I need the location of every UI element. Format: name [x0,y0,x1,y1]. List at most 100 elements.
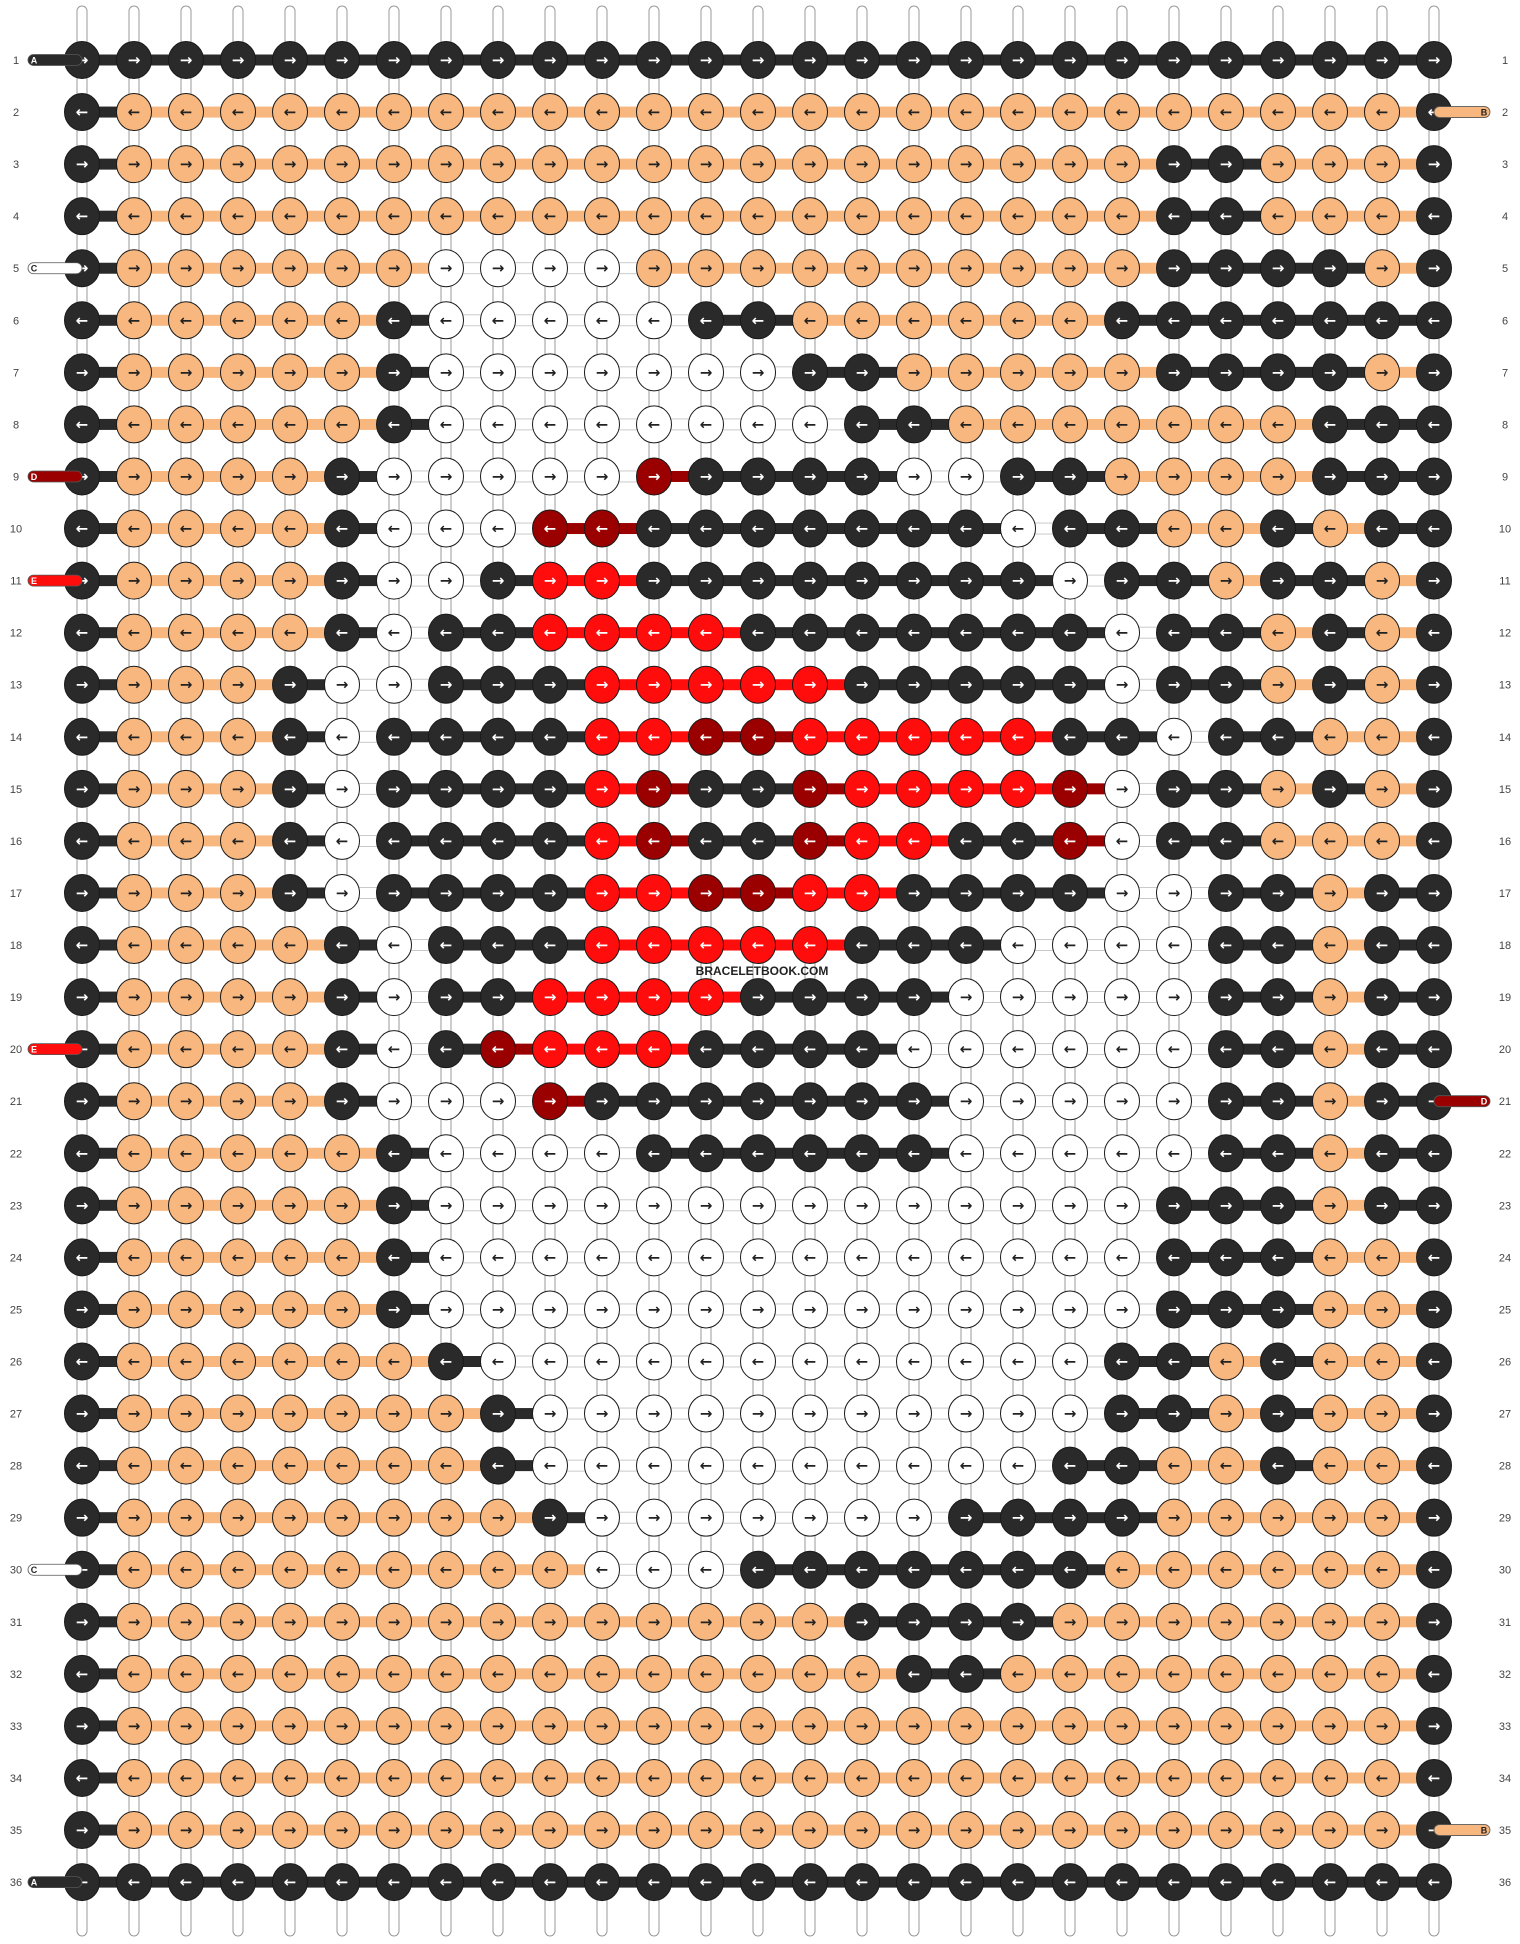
arrow-icon: ← [804,1457,817,1475]
arrow-icon: ← [1116,1248,1129,1266]
row-number-left: 19 [10,992,22,1004]
arrow-icon: → [856,363,869,381]
arrow-icon: → [284,1196,297,1214]
arrow-icon: → [544,780,557,798]
arrow-icon: → [284,988,297,1006]
knot-link [186,1616,238,1628]
arrow-icon: ← [960,1144,973,1162]
string-label: D [31,472,38,482]
knot [948,613,984,652]
arrow-icon: ← [1220,1040,1233,1058]
knot-link [1226,54,1278,66]
arrow-icon: → [1272,1613,1285,1631]
knot-link [1070,1668,1122,1680]
knot-link [914,1668,966,1680]
arrow-icon: ← [128,1248,141,1266]
knot-link [966,158,1018,170]
arrow-icon: → [128,676,141,694]
arrow-icon: ← [336,1769,349,1787]
knot-link [966,679,1018,691]
knot-link [810,1043,862,1055]
arrow-icon: → [232,780,245,798]
arrow-icon: → [804,51,817,69]
knot-link [1330,210,1382,222]
arrow-icon: ← [856,1873,869,1891]
knot-link [810,1668,862,1680]
knot-link [966,1512,1018,1524]
arrow-icon: → [804,988,817,1006]
arrow-icon: ← [1012,1040,1025,1058]
arrow-icon: → [1116,51,1129,69]
knot-link [1382,575,1434,587]
knot-link [186,262,238,274]
knot-link [394,1668,446,1680]
row-number-left: 4 [13,211,19,223]
arrow-icon: ← [128,1769,141,1787]
knot [116,1134,152,1173]
knot-link [1382,210,1434,222]
arrow-icon: ← [804,1873,817,1891]
arrow-icon: ← [1064,1144,1077,1162]
knot [948,93,984,132]
arrow-icon: ← [492,1144,505,1162]
knot [792,41,828,79]
knot-link [342,1512,394,1524]
knot-link [1330,314,1382,326]
knot [1312,405,1348,444]
arrow-icon: ← [1116,207,1129,225]
knot [1052,665,1088,704]
arrow-icon: → [960,988,973,1006]
knot-link [186,731,238,743]
knot-link [758,1616,810,1628]
knot [1000,717,1036,756]
knot-link [238,54,290,66]
warp-thread [960,5,972,1937]
arrow-icon: ← [908,1665,921,1683]
row-number-right: 14 [1499,732,1511,744]
string-label: D [1481,1097,1488,1107]
knot [584,1030,620,1069]
knot-link [550,1616,602,1628]
arrow-icon: → [908,676,921,694]
arrow-icon: ← [648,103,661,121]
arrow-icon: → [544,1509,557,1527]
knot-link [238,1199,290,1211]
knot-link [342,1147,394,1159]
knot-link [1018,1720,1070,1732]
arrow-icon: ← [1272,1665,1285,1683]
knot-link [862,783,914,795]
arrow-icon: → [1376,1509,1389,1527]
knot-link [1122,158,1174,170]
arrow-icon: ← [232,1873,245,1891]
knot-link [1382,1460,1434,1472]
knot [1000,561,1036,600]
knot-link [810,1876,862,1888]
arrow-icon: ← [1064,832,1077,850]
row-number-left: 32 [10,1669,22,1681]
knot-link [134,1720,186,1732]
knot [1364,353,1400,392]
arrow-icon: ← [1220,624,1233,642]
arrow-icon: ← [1220,1144,1233,1162]
knot [948,873,984,912]
arrow-icon: ← [76,207,89,225]
arrow-icon: ← [700,1457,713,1475]
arrow-icon: ← [700,624,713,642]
arrow-icon: ← [1064,936,1077,954]
knot-link [602,1772,654,1784]
warp-thread [1064,5,1076,1937]
arrow-icon: ← [1376,728,1389,746]
knot [480,769,516,808]
knot-link [1278,1095,1330,1107]
knot-link [394,210,446,222]
arrow-icon: → [76,1405,89,1423]
knot [220,41,256,79]
knot [428,665,464,704]
knot-link [238,1251,290,1263]
knot-link [186,54,238,66]
knot [844,93,880,132]
arrow-icon: ← [76,1248,89,1266]
row-number-left: 6 [13,315,19,327]
knot-link [1382,523,1434,535]
arrow-icon: ← [128,624,141,642]
